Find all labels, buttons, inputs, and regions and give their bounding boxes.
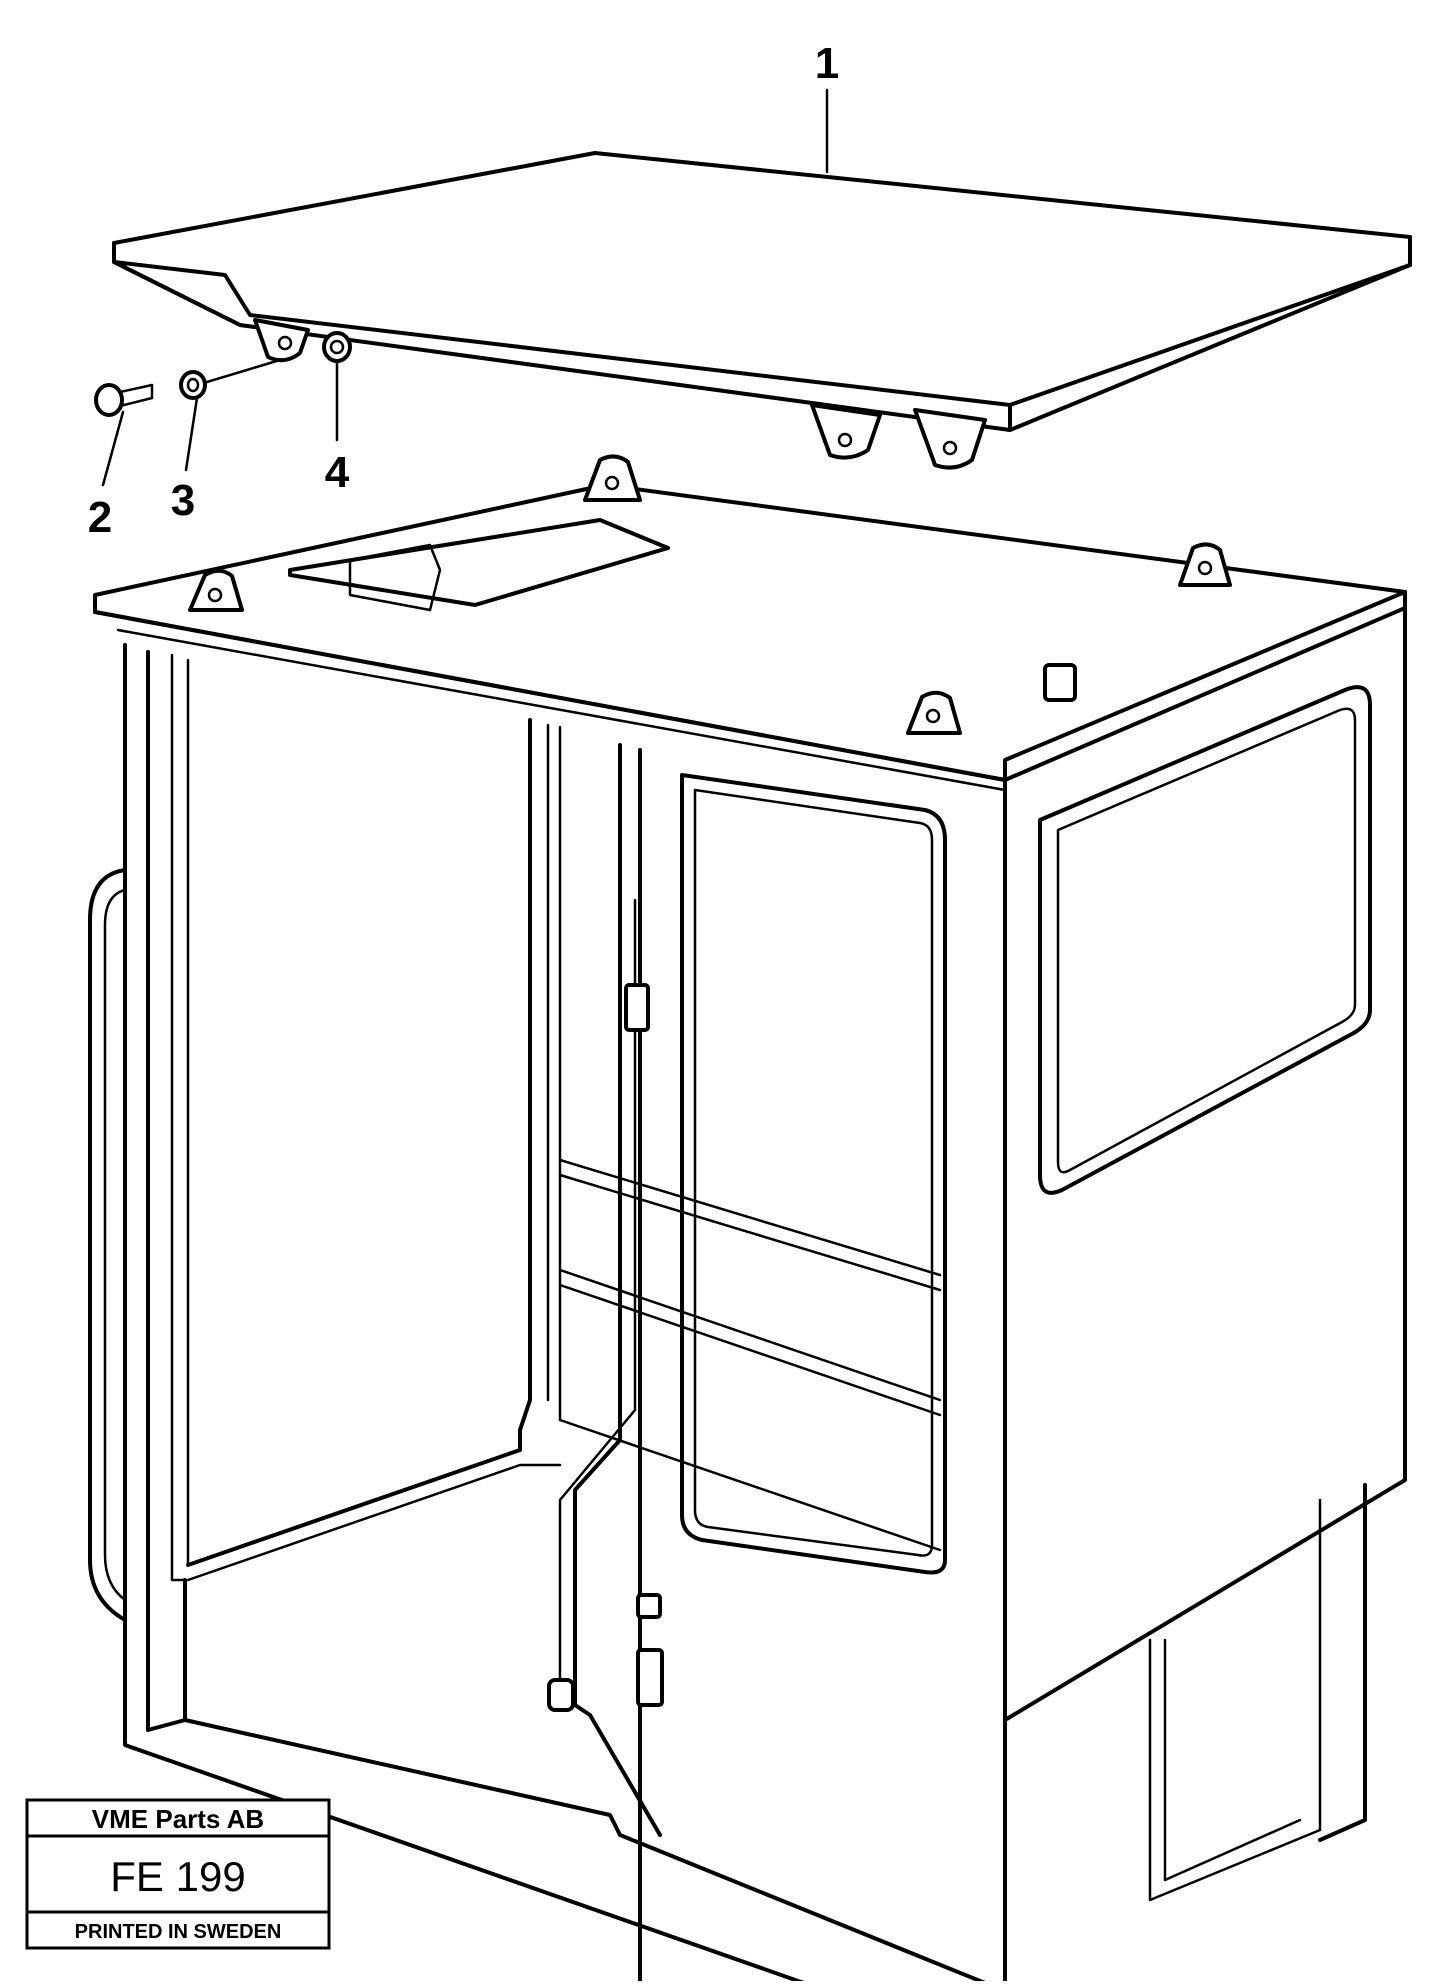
cab-body	[88, 454, 1407, 1986]
company-name: VME Parts AB	[92, 1804, 264, 1834]
drawing-code: FE 199	[110, 1853, 245, 1900]
printed-note: PRINTED IN SWEDEN	[75, 1921, 282, 1943]
callout-1: 1	[815, 39, 839, 88]
callout-4: 4	[325, 448, 350, 497]
leader-3	[184, 396, 199, 472]
callout-2: 2	[88, 493, 112, 542]
washer-3	[179, 370, 207, 400]
roof-panel	[112, 151, 1412, 470]
title-box: VME Parts AB FE 199 PRINTED IN SWEDEN	[25, 1798, 331, 1950]
nut-4	[322, 331, 352, 363]
bolt-2	[94, 383, 154, 417]
callout-3: 3	[171, 476, 195, 525]
assembly-line	[205, 358, 282, 384]
leader-2	[101, 410, 125, 487]
